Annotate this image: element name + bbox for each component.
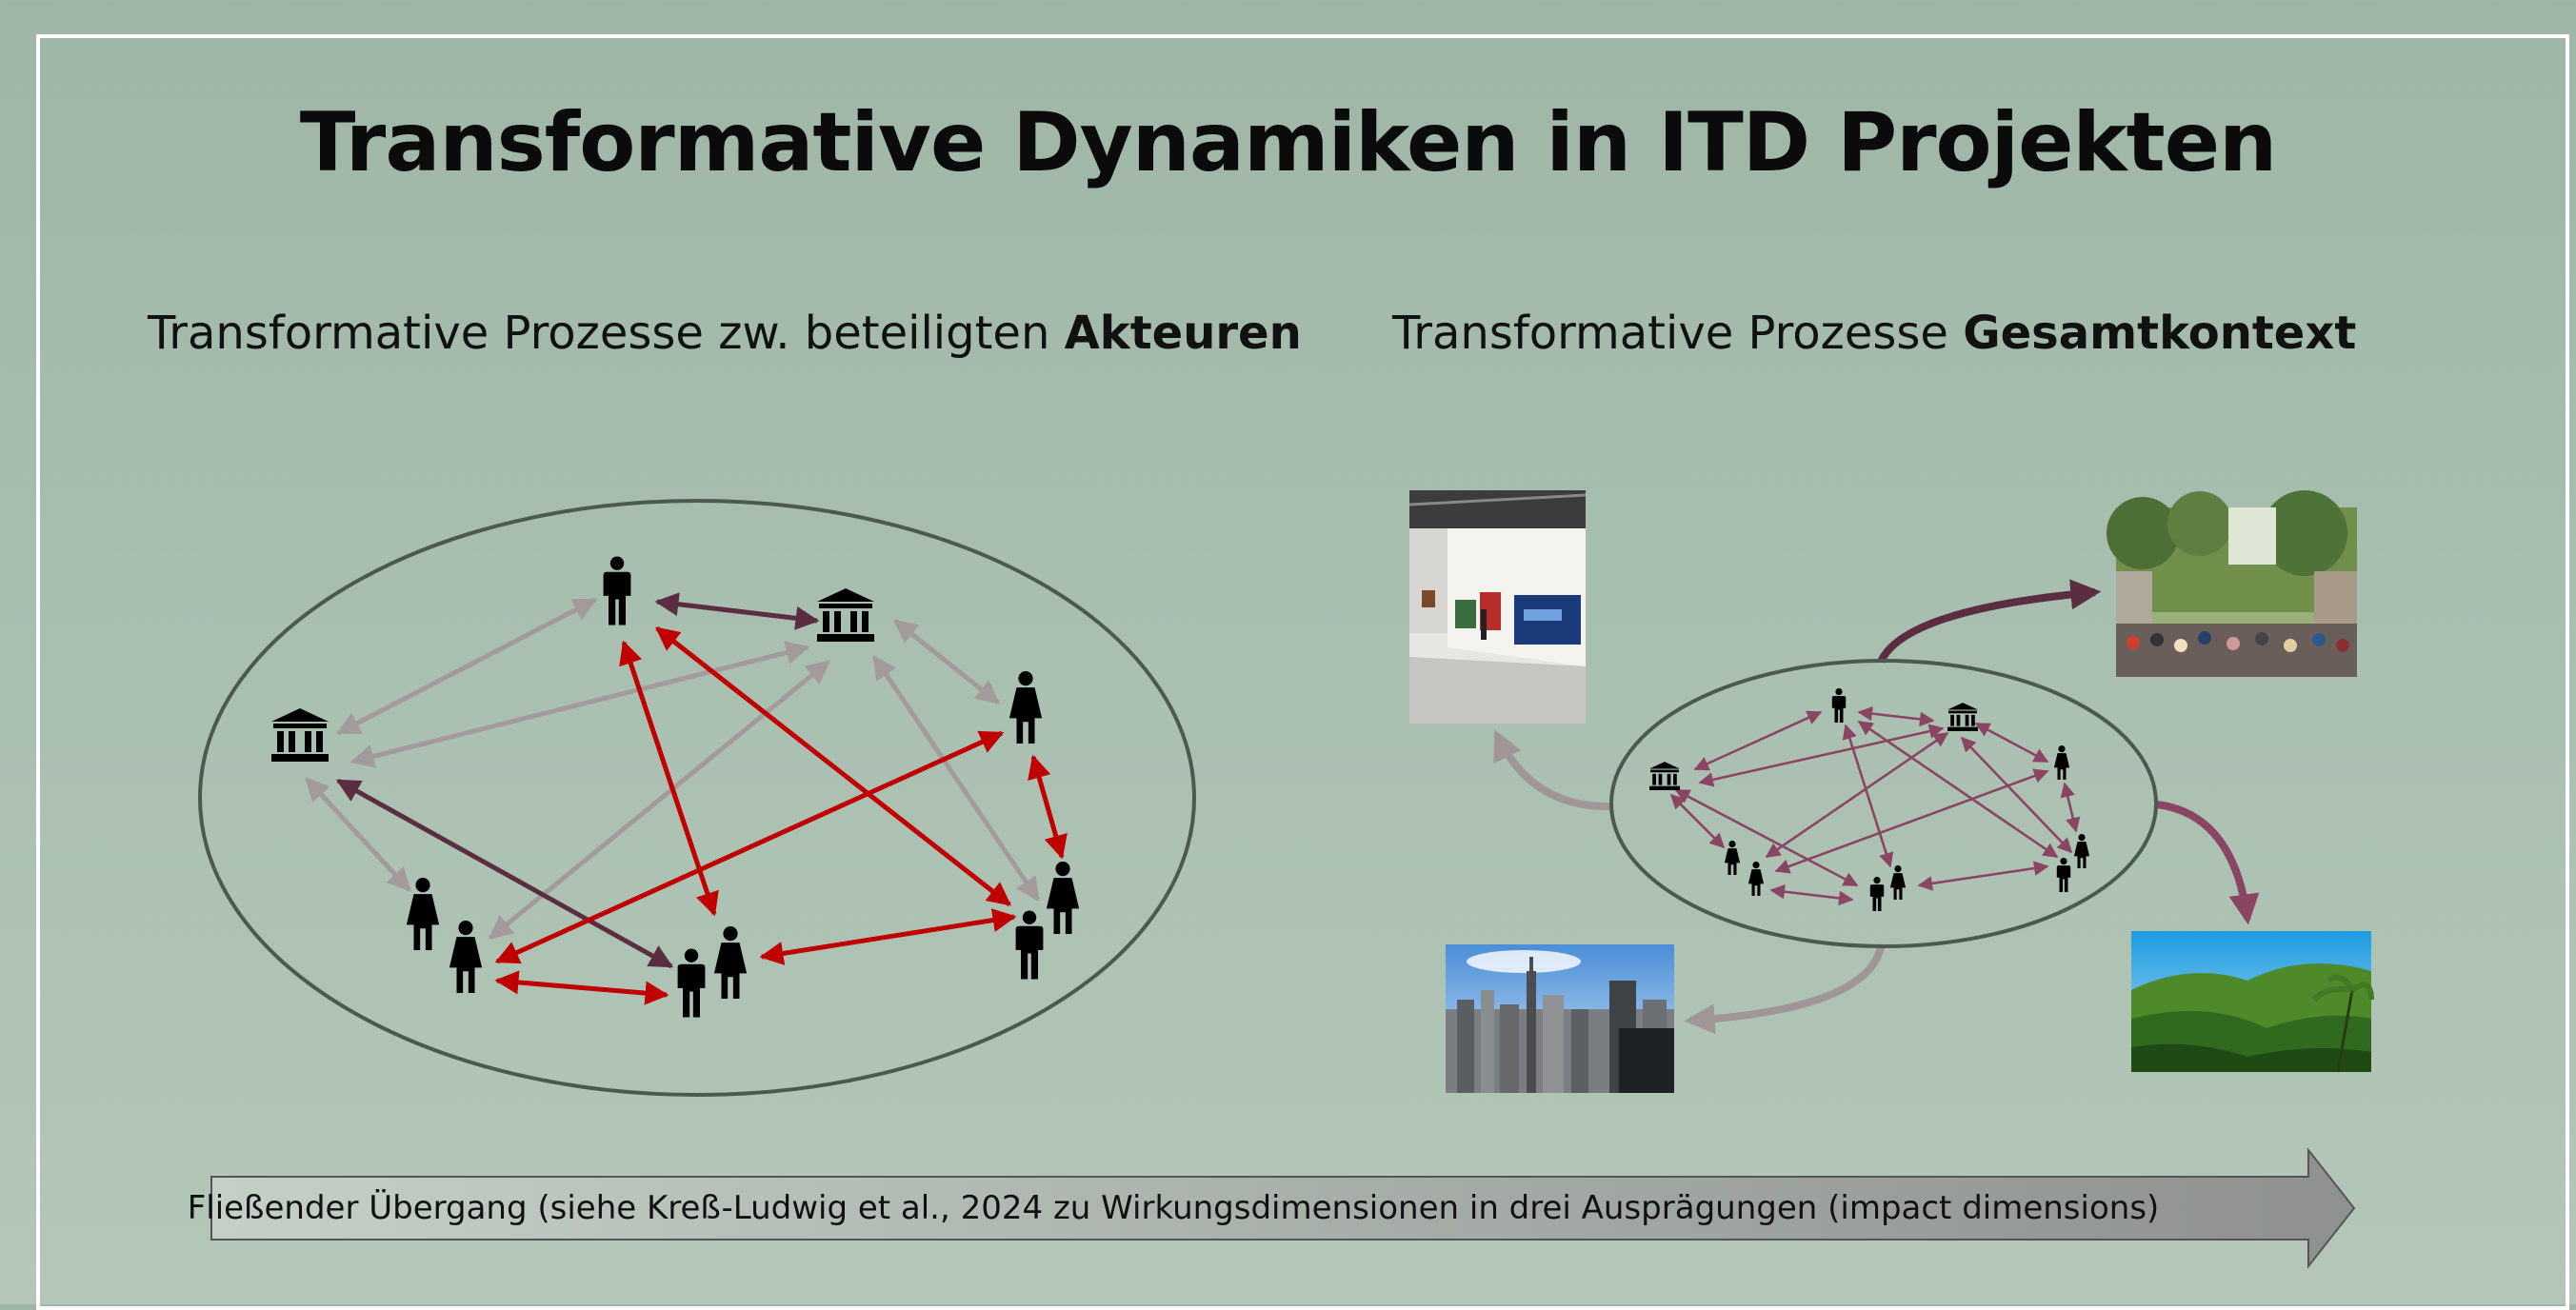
actor-network-boundary (198, 499, 1196, 1097)
woman-icon (406, 878, 440, 950)
woman-icon (1008, 671, 1043, 744)
link-grey (335, 597, 598, 736)
woman-icon (1046, 862, 1080, 934)
context-arrow-city (1684, 945, 1885, 1035)
link-grey (305, 777, 411, 892)
person-icon (1831, 688, 1847, 723)
person-icon (677, 948, 706, 1018)
right-heading: Transformative Prozesse Gesamtkontext (1392, 307, 2356, 360)
actor-network (198, 499, 1196, 1097)
link-red (494, 970, 669, 1005)
left-heading-text: Transformative Prozesse zw. beteiligten (148, 307, 1065, 360)
woman-icon (2073, 834, 2090, 868)
woman-icon (713, 926, 748, 999)
jungle-landscape-photo (2131, 931, 2374, 1073)
left-heading: Transformative Prozesse zw. beteiligten … (148, 307, 1302, 360)
right-heading-text: Transformative Prozesse (1392, 307, 1964, 360)
city-skyline-photo (1446, 944, 1674, 1093)
transition-arrow-label: Fließender Übergang (siehe Kreß-Ludwig e… (187, 1189, 2160, 1227)
art-gallery-photo (1408, 490, 1587, 724)
context-arrow-street (1877, 579, 2102, 664)
mini-link (1769, 883, 1854, 906)
mini-link (1842, 724, 1894, 868)
person-icon (1869, 877, 1885, 911)
link-dark (335, 778, 674, 969)
mini-link (1857, 720, 2059, 859)
person-icon (2056, 858, 2071, 892)
right-heading-bold: Gesamtkontext (1963, 307, 2357, 360)
link-red (759, 908, 1017, 965)
link-grey (349, 641, 810, 768)
slide-title: Transformative Dynamiken in ITD Projekte… (299, 95, 2278, 190)
context-network (1408, 490, 2374, 1093)
crowded-street-photo (2107, 490, 2357, 677)
institution-icon (271, 708, 329, 762)
person-icon (1015, 910, 1044, 980)
mini-link (2060, 782, 2081, 833)
institution-icon (1649, 762, 1680, 790)
mini-link (1917, 861, 2049, 891)
person-icon (603, 556, 631, 625)
institution-icon (1947, 703, 1978, 731)
link-red (1028, 754, 1068, 860)
mini-link (1857, 705, 1935, 727)
woman-icon (1889, 865, 1907, 900)
link-red (494, 730, 1005, 964)
woman-icon (1724, 841, 1741, 875)
context-arrow-gallery (1493, 729, 1610, 811)
woman-icon (449, 921, 483, 993)
mini-link (1960, 736, 2073, 854)
context-arrow-jungle (2156, 801, 2260, 925)
mini-link (1674, 788, 1859, 887)
link-dark (654, 592, 820, 630)
woman-icon (2053, 745, 2070, 780)
woman-icon (1747, 862, 1765, 896)
link-grey (893, 619, 1000, 705)
mini-link (1974, 722, 2049, 764)
left-heading-bold: Akteuren (1064, 307, 1302, 360)
institution-icon (817, 588, 874, 642)
mini-link (1765, 731, 1949, 859)
transition-arrow (210, 1147, 2356, 1269)
context-network-boundary (1609, 659, 2158, 948)
